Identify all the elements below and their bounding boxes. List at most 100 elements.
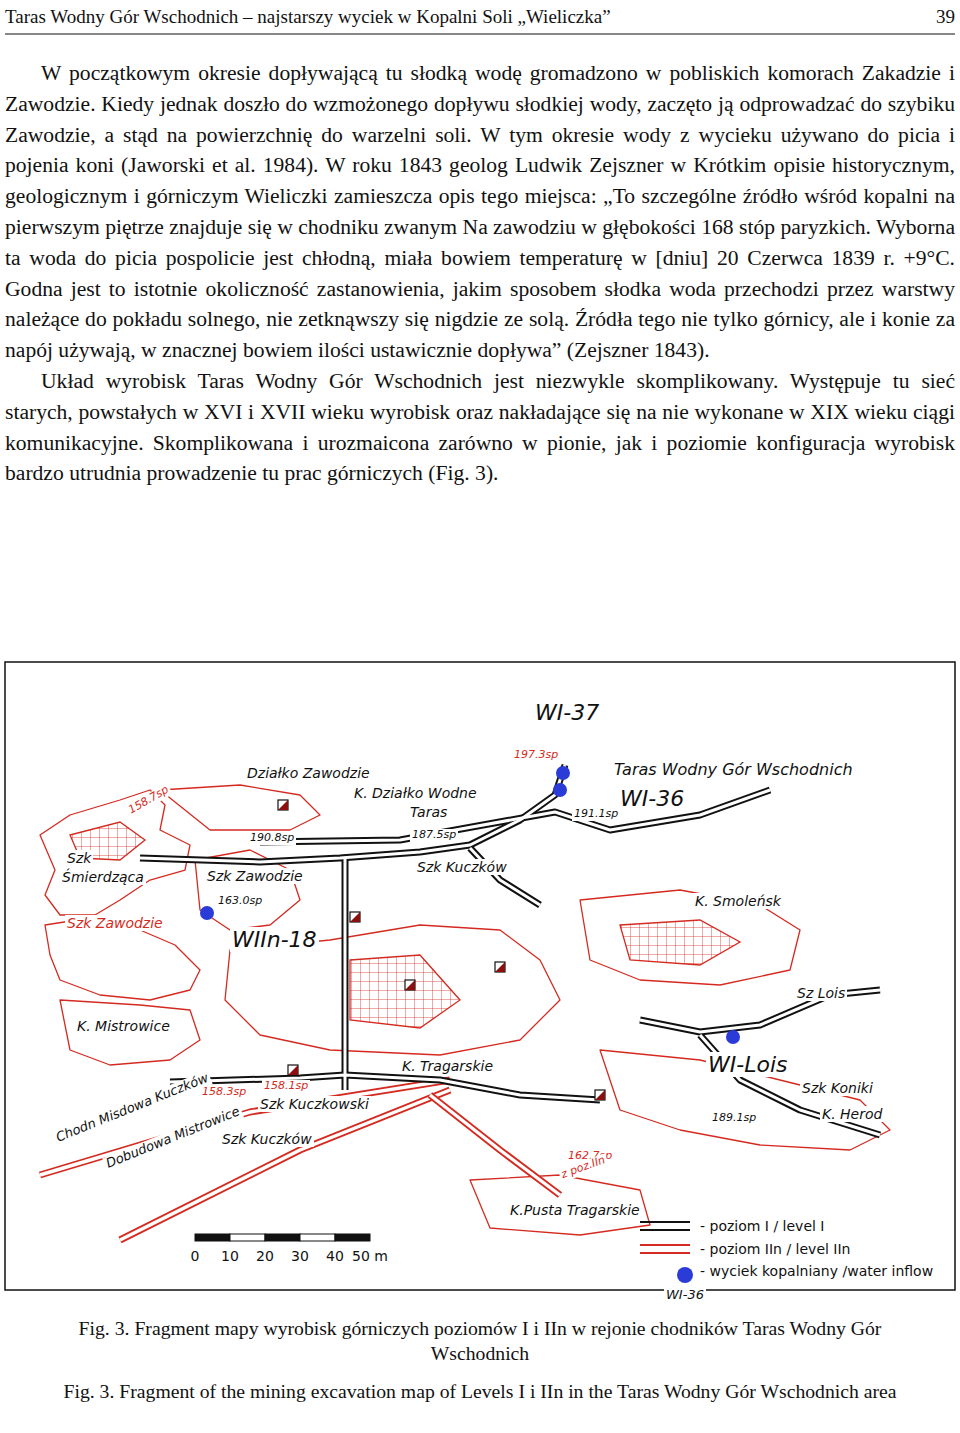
excavation-outline bbox=[278, 800, 288, 810]
map-line bbox=[470, 848, 540, 905]
inflow-dot bbox=[677, 1267, 693, 1283]
inflow-dot bbox=[200, 906, 214, 920]
excavation-outline bbox=[350, 955, 460, 1028]
map-label: Szk Kuczkowski bbox=[258, 1096, 371, 1112]
map-line bbox=[640, 1244, 690, 1246]
map-label: Szk Zawodzie bbox=[205, 868, 305, 884]
map-line bbox=[342, 858, 349, 1090]
body-text: W początkowym okresie dopływającą tu sło… bbox=[5, 58, 955, 489]
running-head: Taras Wodny Gór Wschodnich – najstarszy … bbox=[5, 5, 611, 29]
map-rect bbox=[595, 1090, 605, 1100]
map-rect bbox=[230, 1234, 265, 1241]
excavation-outline bbox=[495, 962, 505, 972]
map-label: Sz Lois bbox=[795, 985, 847, 1001]
map-label: 163.0sp bbox=[216, 895, 264, 908]
survey-markers bbox=[278, 800, 605, 1100]
map-label: K.Pusta Tragarskie bbox=[508, 1202, 642, 1218]
map-line bbox=[120, 1090, 450, 1240]
level-i-galleries bbox=[140, 765, 880, 1135]
map-rect bbox=[195, 1234, 230, 1241]
map-label: Działko Zawodzie bbox=[245, 765, 372, 781]
excavation-outline bbox=[470, 1175, 650, 1235]
map-label: Taras Wodny Gór Wschodnich bbox=[612, 761, 855, 779]
excavation-outline bbox=[60, 1000, 200, 1065]
scale-number: 40 bbox=[324, 1248, 346, 1264]
scale-number: 20 bbox=[254, 1248, 276, 1264]
page-number: 39 bbox=[936, 5, 955, 29]
map-label: K. Działko Wodne bbox=[352, 785, 479, 801]
map-label: WI-36 bbox=[618, 786, 686, 811]
excavation-outline bbox=[40, 790, 190, 915]
map-line bbox=[140, 765, 565, 862]
figure-caption: Fig. 3. Fragment mapy wyrobisk górniczyc… bbox=[60, 1316, 900, 1365]
excavation-outline bbox=[595, 1090, 605, 1100]
map-label: WI-37 bbox=[533, 700, 601, 725]
map-rect bbox=[350, 912, 360, 922]
body-paragraph: W początkowym okresie dopływającą tu sło… bbox=[5, 58, 955, 366]
excavation-outline bbox=[350, 912, 360, 922]
map-line bbox=[260, 790, 770, 842]
map-rect bbox=[288, 1065, 298, 1075]
excavation-outline bbox=[620, 920, 740, 965]
figure-frame bbox=[5, 662, 955, 1290]
inflow-dot bbox=[556, 766, 570, 780]
map-line bbox=[260, 790, 770, 842]
level-iin-galleries bbox=[40, 1080, 560, 1240]
map-line bbox=[140, 765, 565, 862]
map-label: K. Herod bbox=[820, 1106, 884, 1122]
body-paragraph: Układ wyrobisk Taras Wodny Gór Wschodnic… bbox=[5, 366, 955, 489]
map-label: 190.8sp bbox=[248, 832, 296, 845]
map-line bbox=[640, 1229, 690, 1231]
map-line bbox=[344, 858, 347, 1090]
excavation-outline bbox=[225, 925, 560, 1055]
map-label: 158.7sp bbox=[125, 783, 173, 818]
map-rect bbox=[495, 962, 505, 972]
map-line bbox=[640, 1252, 690, 1254]
excavation-outline bbox=[600, 1050, 890, 1150]
map-rect bbox=[265, 1234, 300, 1241]
map-label: Szk Koniki bbox=[800, 1080, 875, 1096]
inflow-dot bbox=[553, 783, 567, 797]
map-line bbox=[470, 848, 540, 905]
scale-bar bbox=[195, 1234, 370, 1241]
scale-number: 0 bbox=[189, 1248, 202, 1264]
map-line bbox=[430, 1095, 560, 1195]
map-label: 158.3sp bbox=[200, 1086, 248, 1099]
map-label: 189.1sp bbox=[710, 1112, 758, 1125]
map-label: K. Tragarskie bbox=[400, 1058, 495, 1074]
map-rect bbox=[405, 980, 415, 990]
map-line bbox=[430, 1095, 560, 1195]
scale-number: 30 bbox=[289, 1248, 311, 1264]
excavation-outline bbox=[160, 785, 320, 830]
water-inflow-dots bbox=[200, 766, 740, 1044]
map-label: 187.5sp bbox=[410, 829, 458, 842]
map-label: 191.1sp bbox=[572, 808, 620, 821]
map-label: K. Mistrowice bbox=[75, 1018, 172, 1034]
excavation-outline bbox=[288, 1065, 298, 1075]
inflow-dot bbox=[726, 1030, 740, 1044]
map-label: Taras bbox=[408, 804, 449, 820]
legend-samples bbox=[640, 1222, 693, 1283]
header-rule bbox=[5, 34, 955, 35]
scale-number: 10 bbox=[219, 1248, 241, 1264]
scale-number: 50 m bbox=[350, 1248, 390, 1264]
legend-text: - poziom IIn / level IIn bbox=[700, 1240, 850, 1258]
map-rect bbox=[278, 800, 288, 810]
legend-text: - poziom I / level I bbox=[700, 1217, 824, 1235]
map-label: Szk Kuczków bbox=[415, 859, 509, 875]
map-label: 197.3sp bbox=[512, 749, 560, 762]
map-label: WIIn-18 bbox=[230, 927, 319, 952]
map-label: Szk Kuczków bbox=[220, 1131, 314, 1147]
figure-captions: Fig. 3. Fragment mapy wyrobisk górniczyc… bbox=[60, 1316, 900, 1418]
map-label: Śmierdząca bbox=[60, 869, 146, 885]
map-line bbox=[170, 1075, 600, 1100]
legend-text: - wyciek kopalniany /water inflow bbox=[700, 1262, 933, 1280]
map-line bbox=[640, 1221, 690, 1223]
map-label: WI-Lois bbox=[706, 1052, 789, 1077]
map-rect bbox=[335, 1234, 370, 1241]
map-label: Szk bbox=[65, 850, 93, 866]
excavation-outline bbox=[405, 980, 415, 990]
map-label: K. Smoleńsk bbox=[693, 893, 783, 909]
map-label: Szk Zawodzie bbox=[65, 915, 165, 931]
